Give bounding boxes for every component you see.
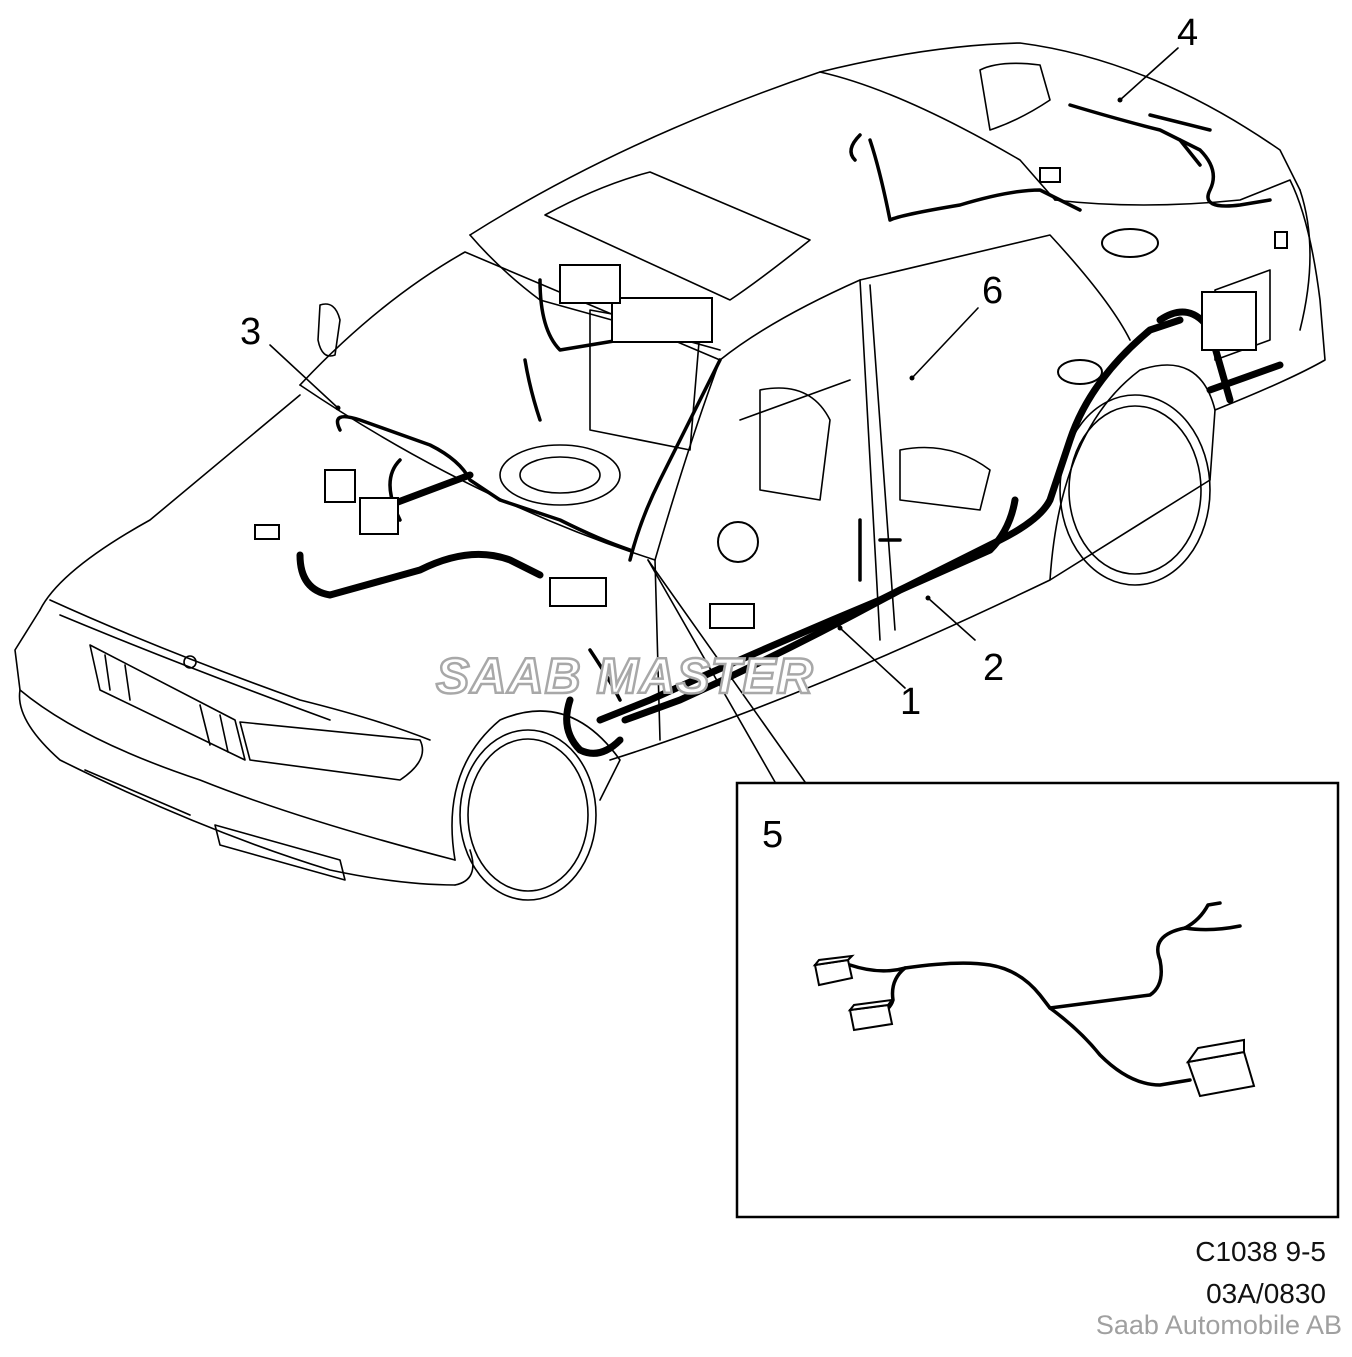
callout-2: 2	[983, 647, 1004, 689]
speaker-front	[717, 521, 759, 563]
speaker-door	[1057, 359, 1103, 385]
callout-1: 1	[900, 681, 921, 723]
watermark: SAAB MASTER	[436, 648, 814, 704]
speaker-rear	[1101, 228, 1159, 258]
callout-3: 3	[240, 311, 261, 353]
components	[254, 167, 1288, 629]
car-body	[14, 42, 1326, 901]
dash-unit	[559, 264, 621, 304]
relay-box	[324, 469, 356, 503]
copyright-credit: Saab Automobile AB	[1095, 1310, 1342, 1340]
module-box	[709, 603, 755, 629]
overhead-console	[611, 297, 713, 343]
figure-code: C1038 9-5	[1195, 1236, 1326, 1267]
wiring-harness	[296, 103, 1284, 757]
connector	[254, 524, 280, 540]
trunk-connector	[1039, 167, 1061, 183]
callout-4: 4	[1177, 12, 1198, 54]
ecu-box	[549, 577, 607, 607]
detail-box	[735, 781, 1340, 1219]
control-unit	[359, 497, 399, 535]
rear-module	[1201, 291, 1257, 351]
callout-6: 6	[982, 270, 1003, 312]
callout-labels: 1 2 3 4 5 6	[240, 12, 1198, 856]
light-connector	[1274, 231, 1288, 249]
figure-reference: 03A/0830	[1206, 1278, 1326, 1309]
callout-5: 5	[762, 814, 783, 856]
leader-lines	[269, 47, 1179, 783]
